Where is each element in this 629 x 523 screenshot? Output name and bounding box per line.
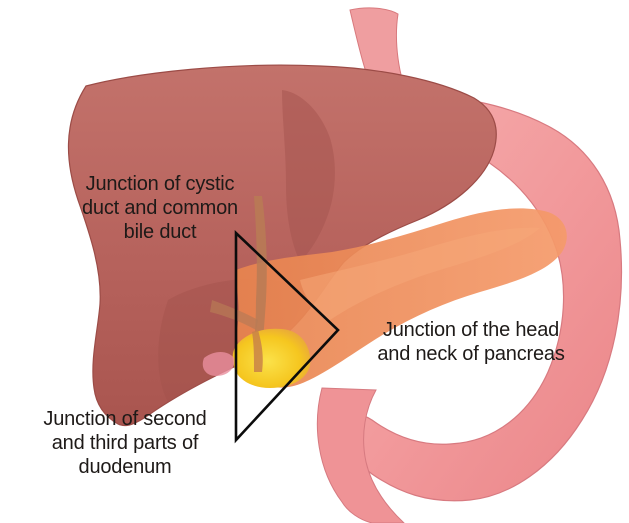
- label-duodenum-line2: and third parts of: [20, 431, 230, 455]
- label-pancreas-line1: Junction of the head: [346, 318, 596, 342]
- label-cystic-duct-line3: bile duct: [60, 220, 260, 244]
- label-cystic-duct-junction: Junction of cystic duct and common bile …: [60, 172, 260, 244]
- label-pancreas-line2: and neck of pancreas: [346, 342, 596, 366]
- label-duodenum-junction: Junction of second and third parts of du…: [20, 407, 230, 479]
- label-cystic-duct-line1: Junction of cystic: [60, 172, 260, 196]
- label-pancreas-junction: Junction of the head and neck of pancrea…: [346, 318, 596, 366]
- label-duodenum-line1: Junction of second: [20, 407, 230, 431]
- label-duodenum-line3: duodenum: [20, 455, 230, 479]
- label-cystic-duct-line2: duct and common: [60, 196, 260, 220]
